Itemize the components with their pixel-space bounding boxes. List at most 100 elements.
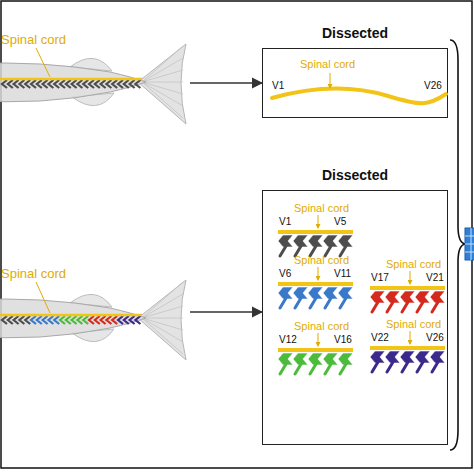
part-label: Spinal cord (294, 202, 349, 215)
box-heading: Dissected (263, 25, 447, 41)
pointer-arrow (318, 267, 319, 280)
vertebra-number: V12 (279, 334, 297, 346)
vertebra (430, 351, 445, 363)
vertebra (415, 291, 430, 303)
vertebra-spine (372, 302, 378, 312)
vertebra (338, 287, 353, 299)
fin-rays (142, 282, 183, 354)
spinal-cord-line (0, 78, 142, 81)
vertebra (293, 353, 308, 365)
fin-rays (142, 46, 183, 118)
vertebra (323, 287, 338, 299)
pointer-arrow (410, 271, 411, 284)
vertebra-spine (387, 362, 393, 372)
part-label: Spinal cord (1, 32, 66, 47)
vertebra-number: V1 (272, 80, 284, 92)
vertebra-number: V21 (426, 272, 444, 284)
vertebra-spine (417, 362, 423, 372)
spinal-cord-piece (278, 230, 353, 234)
vertebra (400, 291, 415, 303)
vertebra (385, 291, 400, 303)
vertebra (293, 287, 308, 299)
pointer-arrow (318, 333, 319, 346)
vertebra (323, 353, 338, 365)
vertebra-spine (387, 302, 393, 312)
vertebra-spine (432, 362, 438, 372)
vertebra (308, 287, 323, 299)
curly-brace (450, 40, 466, 450)
vertebra (323, 235, 338, 247)
vertebra-number: V17 (371, 272, 389, 284)
vertebra (293, 235, 308, 247)
vertebra-segment (278, 215, 353, 256)
vertebra-number: V26 (424, 80, 442, 92)
vertebra (278, 353, 293, 365)
part-label: Spinal cord (294, 320, 349, 333)
vertebra (385, 351, 400, 363)
flow-arrow (190, 82, 262, 84)
microarray-chip (465, 228, 474, 260)
flow-arrow (190, 311, 262, 313)
vertebra-number: V6 (279, 268, 291, 280)
spinal-cord-line (0, 314, 142, 317)
part-label: Spinal cord (294, 254, 349, 267)
vertebra-spine (402, 362, 408, 372)
spinal-cord-piece (370, 346, 445, 350)
pointer-arrow (330, 73, 331, 88)
vertebra-segment (370, 271, 445, 312)
fish-tail (138, 44, 186, 124)
vertebra-spine (310, 364, 316, 374)
fish-body (0, 299, 146, 338)
vertebra (370, 351, 385, 363)
part-label: Spinal cord (386, 258, 441, 271)
fish-illustration: Spinal cord (0, 28, 190, 128)
vertebra-spine (310, 298, 316, 308)
fish-tail (138, 280, 186, 360)
fish-illustration: Spinal cord (0, 262, 190, 362)
vertebra-number: V16 (334, 334, 352, 346)
vertebra-spine (280, 364, 286, 374)
vertebra (430, 291, 445, 303)
part-label: Spinal cord (386, 318, 441, 331)
chip-body (465, 228, 474, 260)
vertebra-spine (280, 298, 286, 308)
leader-line (36, 48, 50, 77)
vertebra-segment (278, 333, 353, 374)
vertebra (308, 235, 323, 247)
dissected-spinal-cord (272, 89, 446, 104)
part-label: Spinal cord (1, 266, 66, 281)
pointer-arrow (410, 331, 411, 344)
vertebra-segment (278, 267, 353, 308)
vertebra (135, 80, 140, 88)
vertebra (338, 235, 353, 247)
leader-line (36, 282, 50, 313)
part-label: Spinal cord (300, 58, 355, 71)
vertebral-column (2, 80, 140, 88)
vertebra-spine (325, 364, 331, 374)
spinal-cord-piece (278, 348, 353, 352)
vertebra (278, 235, 293, 247)
vertebra-spine (340, 364, 346, 374)
vertebra-number: V11 (334, 268, 351, 280)
vertebra (278, 287, 293, 299)
vertebra-number: V26 (426, 332, 444, 344)
vertebra-spine (432, 302, 438, 312)
spinal-cord-piece (370, 286, 445, 290)
fish-body (0, 63, 146, 102)
spinal-cord-piece (278, 282, 353, 286)
vertebra-number: V22 (371, 332, 389, 344)
vertebra (370, 291, 385, 303)
vertebra-spine (340, 298, 346, 308)
box-heading: Dissected (263, 167, 447, 183)
vertebra-spine (325, 298, 331, 308)
vertebra-spine (402, 302, 408, 312)
chip-grid (465, 228, 474, 260)
vertebra-number: V5 (334, 216, 346, 228)
vertebra-spine (417, 302, 423, 312)
vertebra (338, 353, 353, 365)
vertebra (135, 316, 140, 324)
vertebra-number: V1 (279, 216, 291, 228)
pointer-arrow (318, 215, 319, 228)
vertebral-column (2, 316, 140, 324)
